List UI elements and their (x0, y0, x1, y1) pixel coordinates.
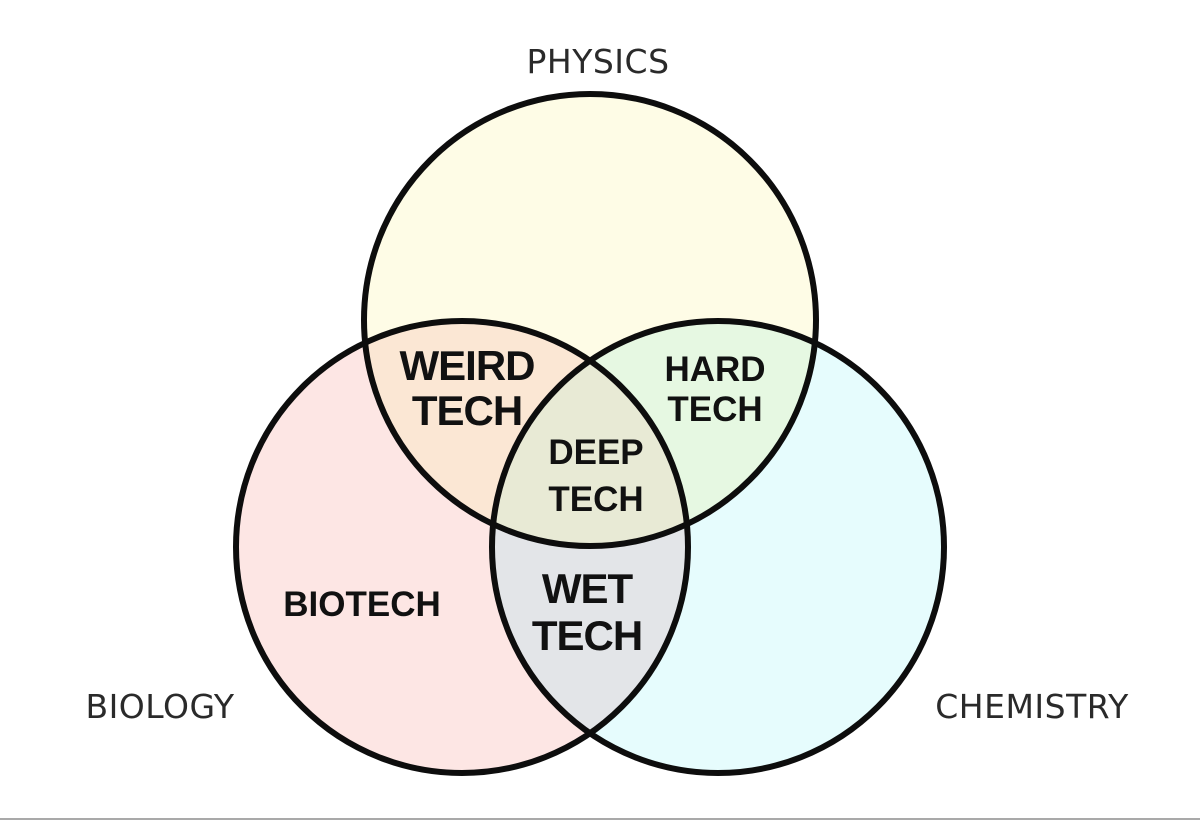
chemistry-label: CHEMISTRY (935, 687, 1129, 726)
physics-circle-outline (361, 91, 819, 549)
deep-tech-label: DEEP TECH (548, 430, 643, 523)
bottom-divider (0, 818, 1200, 820)
biotech-label: BIOTECH (283, 586, 441, 624)
biology-label: BIOLOGY (85, 687, 235, 726)
biotech-line1: BIOTECH (283, 585, 441, 624)
physics-label: PHYSICS (526, 42, 670, 81)
wet-tech-label: WET TECH (531, 565, 643, 660)
weird-tech-label: WEIRD TECH (399, 342, 536, 435)
hard-tech-line1: HARD (664, 350, 766, 389)
deep-tech-line1: DEEP (548, 433, 644, 472)
wet-tech-line2: TECH (531, 612, 643, 660)
hard-tech-label: HARD TECH (664, 350, 765, 431)
deep-tech-region (492, 321, 688, 546)
wet-tech-line1: WET (541, 565, 633, 612)
weird-tech-line2: TECH (411, 387, 523, 435)
weird-tech-line1: WEIRD (399, 342, 536, 389)
deep-tech-line2: TECH (548, 479, 644, 519)
biology-circle-outline (233, 318, 691, 776)
hard-tech-line2: TECH (667, 390, 763, 430)
chemistry-circle-outline (489, 318, 947, 776)
